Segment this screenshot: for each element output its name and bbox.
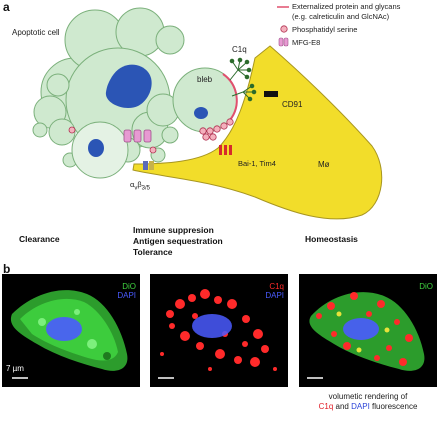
- flow-antigen-sequestration: Antigen sequestration: [133, 236, 223, 246]
- bleb-label: bleb: [197, 75, 213, 84]
- caption-dapi: DAPI: [351, 402, 370, 411]
- bai1-tim4-label: Bai-1, Tim4: [238, 159, 276, 168]
- caption-line-2: C1q and DAPI fluorescence: [299, 402, 437, 412]
- legend-externalized-sub: (e.g. calreticulin and GlcNAc): [292, 12, 390, 21]
- nucleus: [105, 64, 152, 109]
- micrograph-merged: DiO: [299, 274, 437, 387]
- flow-middle: Immune suppresion Antigen sequestration …: [133, 225, 223, 258]
- phosphatidyl-serine-cluster: [68, 118, 234, 154]
- macrophage-label: Mø: [318, 160, 330, 169]
- apoptosis-diagram: [32, 7, 383, 220]
- legend-line-swatch: [277, 6, 289, 8]
- micrograph-2-dapi-label: DAPI: [265, 291, 284, 300]
- apoptotic-body-nucleus: [88, 139, 104, 157]
- externalized-protein-line: [222, 73, 238, 121]
- apoptotic-cell-label: Apoptotic cell: [12, 28, 60, 37]
- flow-tolerance: Tolerance: [133, 247, 173, 257]
- legend-mfg-label: MFG-E8: [292, 38, 321, 47]
- panel-a-letter: a: [3, 0, 10, 14]
- micrograph-3-dio-label: DiO: [419, 282, 433, 291]
- scale-bar-label: 7 µm: [6, 364, 24, 373]
- legend-externalized-label: Externalized protein and glycans: [292, 2, 401, 11]
- micrograph-c1q-dapi: C1q DAPI: [150, 274, 288, 387]
- micrograph-2-c1q-label: C1q: [269, 282, 284, 291]
- legend-ps-swatch: [280, 25, 288, 33]
- c1q-complex: [229, 57, 257, 102]
- bleb-nucleus: [194, 107, 208, 119]
- mfg-e8-blocks: [123, 129, 152, 143]
- macrophage-body: [132, 45, 383, 220]
- flow-homeostasis: Homeostasis: [305, 234, 358, 244]
- micrograph-1-dio-label: DiO: [122, 282, 136, 291]
- panel-b-letter: b: [3, 262, 11, 276]
- flow-clearance: Clearance: [19, 234, 60, 244]
- legend-ps-label: Phosphatidyl serine: [292, 25, 358, 34]
- caption-line-1: volumetic rendering of: [328, 392, 408, 401]
- volumetric-caption: volumetic rendering of C1q and DAPI fluo…: [299, 392, 437, 412]
- integrin-receptor: [143, 161, 154, 170]
- cd91-receptor: [264, 91, 278, 97]
- micrograph-1-dapi-label: DAPI: [117, 291, 136, 300]
- micrograph-dio-dapi: DiO DAPI 7 µm: [2, 274, 140, 387]
- legend-mfg-swatch: [278, 37, 289, 47]
- legend: Externalized protein and glycans (e.g. c…: [276, 0, 438, 54]
- caption-fluorescence: fluorescence: [372, 402, 418, 411]
- bai1-tim4-receptors: [219, 145, 232, 155]
- integrin-label: αvβ3/5: [130, 180, 151, 192]
- flow-immune-suppression: Immune suppresion: [133, 225, 214, 235]
- cd91-label: CD91: [282, 100, 303, 109]
- c1q-label: C1q: [232, 45, 247, 54]
- caption-and: and: [335, 402, 349, 411]
- caption-c1q: C1q: [318, 402, 334, 411]
